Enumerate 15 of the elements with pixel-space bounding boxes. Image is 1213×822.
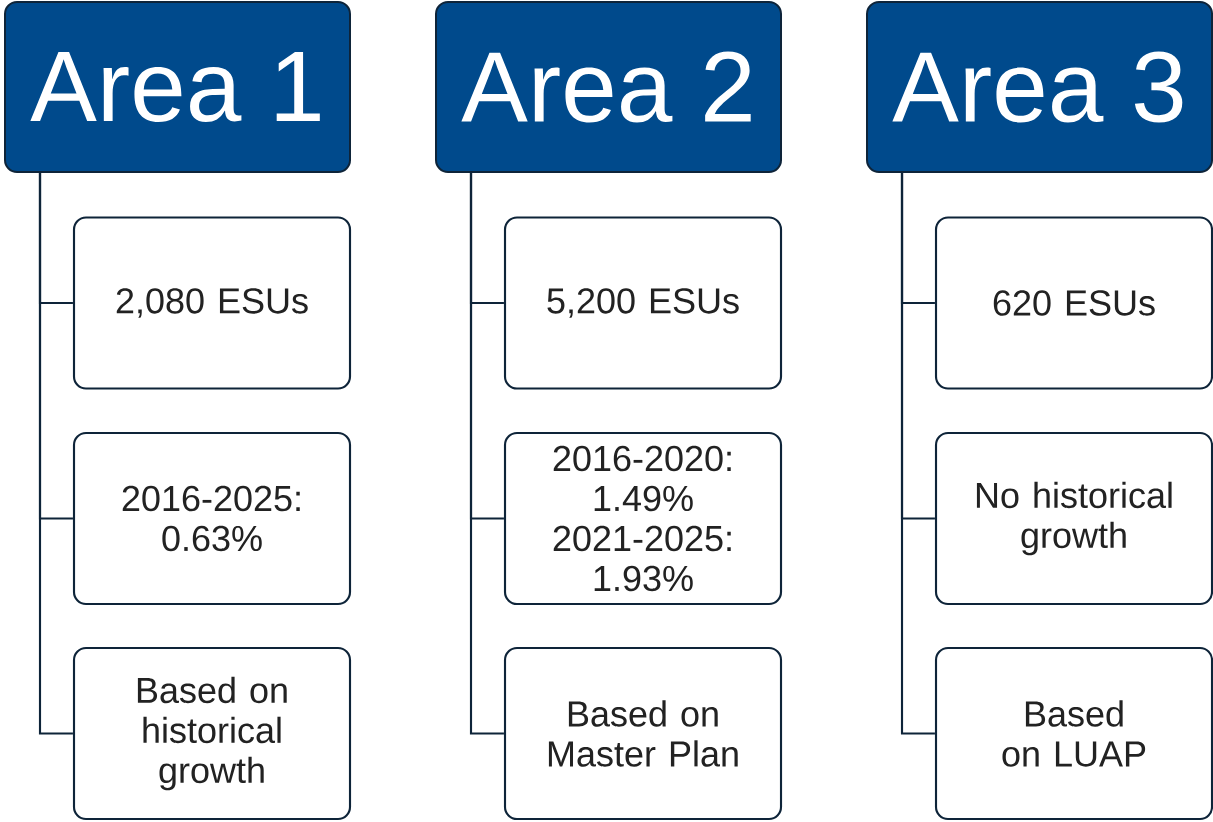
header-box: Area 1 bbox=[4, 1, 351, 173]
info-box: 2016-2020: 1.49% 2021-2025: 1.93% bbox=[503, 431, 783, 606]
info-box: 2016-2025: 0.63% bbox=[72, 431, 352, 606]
header-box: Area 3 bbox=[866, 1, 1213, 173]
header-box: Area 2 bbox=[435, 1, 782, 173]
info-box: Based on Master Plan bbox=[503, 646, 783, 821]
info-box: No historical growth bbox=[934, 431, 1213, 606]
connector-line bbox=[900, 173, 935, 735]
info-box: 620 ESUs bbox=[934, 216, 1213, 390]
connector-line bbox=[469, 173, 504, 735]
info-box: 5,200 ESUs bbox=[503, 216, 783, 390]
info-box: Based on LUAP bbox=[934, 646, 1213, 821]
connector-line bbox=[38, 173, 73, 735]
info-box: Based on historical growth bbox=[72, 646, 352, 821]
info-box: 2,080 ESUs bbox=[72, 216, 352, 390]
